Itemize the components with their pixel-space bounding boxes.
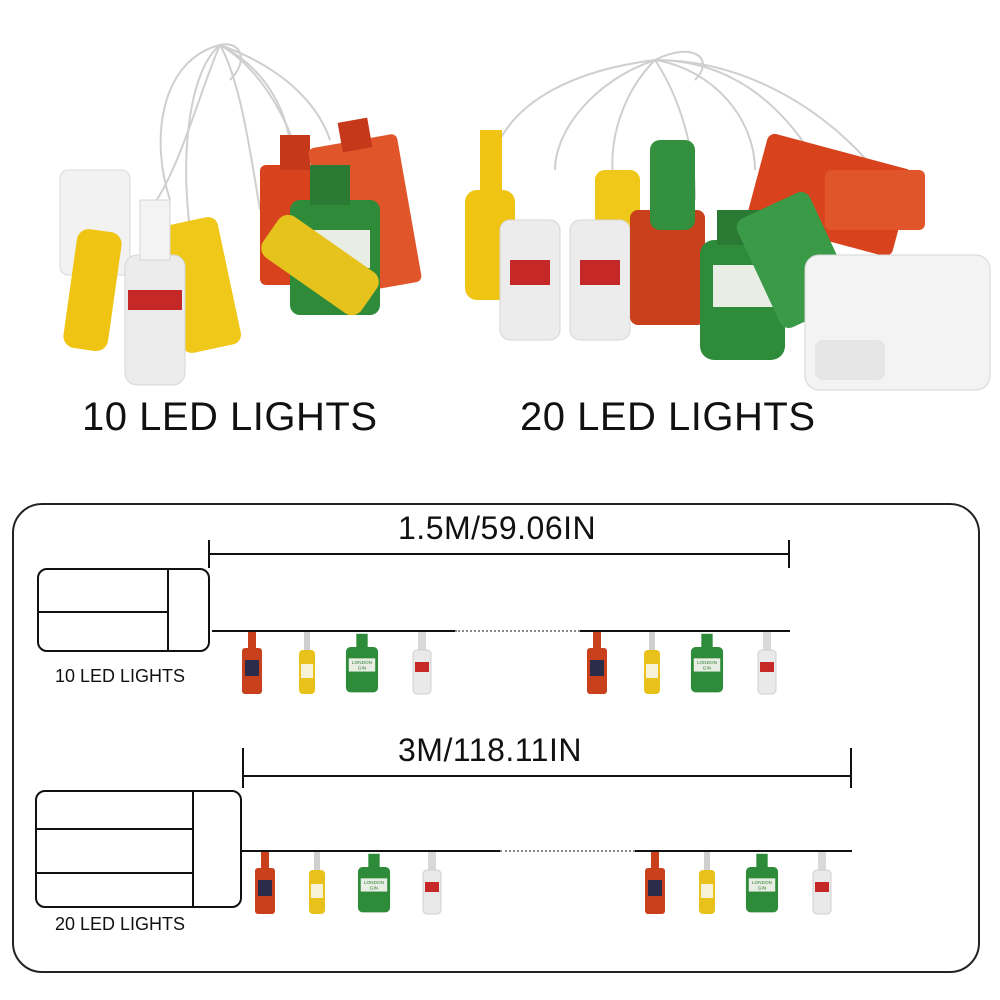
strand20-clear-bottle-light-4	[420, 852, 444, 916]
strand10-red-bottle-light-1	[240, 632, 264, 696]
strand20-clear-bottle-light-8	[810, 852, 834, 916]
dimension-tick-left-10	[208, 540, 210, 568]
photo-20-led	[455, 0, 1000, 400]
bottle-lights-cluster-20	[465, 50, 991, 391]
caption-10-led: 10 LED LIGHTS	[82, 395, 378, 439]
battery-box-10	[37, 568, 210, 652]
strand10-clear-bottle-light-4	[410, 632, 434, 696]
svg-text:LONDON: LONDON	[352, 660, 373, 666]
svg-text:GIN: GIN	[758, 886, 767, 892]
svg-text:LONDON: LONDON	[364, 880, 385, 886]
wire-segment-10a	[212, 630, 455, 632]
svg-text:GIN: GIN	[358, 666, 367, 672]
svg-text:LONDON: LONDON	[752, 880, 773, 886]
wire-segment-20b	[635, 850, 852, 852]
strand10-clear-bottle-light-8	[755, 632, 779, 696]
wire-segment-10b	[580, 630, 790, 632]
box-label-20: 20 LED LIGHTS	[55, 914, 186, 934]
box-label-10: 10 LED LIGHTS	[55, 666, 186, 686]
length-label-20: 3M/118.11IN	[398, 732, 582, 768]
svg-text:GIN: GIN	[370, 886, 379, 892]
strand20-red-bottle-light-5	[643, 852, 667, 916]
dimension-line-20	[243, 775, 852, 777]
strand20-yellow-bottle-light-2	[305, 852, 329, 916]
dimension-tick-right-20	[850, 748, 852, 788]
svg-text:LONDON: LONDON	[697, 660, 718, 666]
wire-gap-10	[455, 630, 580, 632]
battery-box-20	[35, 790, 242, 908]
strand20-yellow-bottle-light-6	[695, 852, 719, 916]
length-diagram-panel	[12, 503, 980, 973]
dimension-tick-left-20	[242, 748, 244, 788]
dimension-tick-right-10	[788, 540, 790, 568]
strand10-yellow-bottle-light-2	[295, 632, 319, 696]
wire-gap-20	[500, 850, 635, 852]
wire-segment-20a	[242, 850, 500, 852]
svg-text:GIN: GIN	[703, 666, 712, 672]
caption-20-led: 20 LED LIGHTS	[520, 395, 816, 439]
bottle-lights-cluster-10	[59, 43, 422, 386]
strand10-yellow-bottle-light-6	[640, 632, 664, 696]
photo-10-led	[40, 0, 440, 400]
strand20-red-bottle-light-1	[253, 852, 277, 916]
dimension-line-10	[209, 553, 790, 555]
strand10-red-bottle-light-5	[585, 632, 609, 696]
length-label-10: 1.5M/59.06IN	[398, 510, 597, 546]
